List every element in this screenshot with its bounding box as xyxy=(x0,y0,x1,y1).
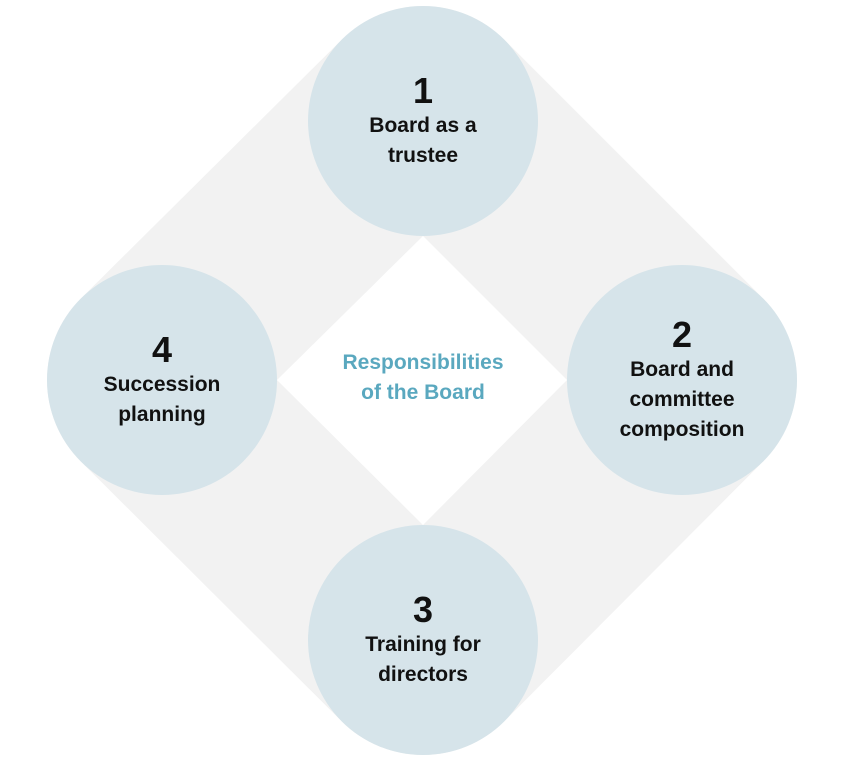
node-board-as-trustee: 1 Board as a trustee xyxy=(308,6,538,236)
node-number: 2 xyxy=(671,314,693,355)
node-label: Training for directors xyxy=(365,633,481,686)
node-number: 4 xyxy=(151,329,173,370)
node-succession: 4 Succession planning xyxy=(47,265,277,495)
node-label: Board as a trustee xyxy=(369,114,477,167)
center-title: Responsibilities of the Board xyxy=(342,351,504,404)
node-label: Succession planning xyxy=(103,373,221,426)
node-training: 3 Training for directors xyxy=(308,525,538,755)
node-number: 1 xyxy=(412,70,434,111)
node-board-composition: 2 Board and committee composition xyxy=(567,265,797,495)
node-label: Board and committee composition xyxy=(619,358,745,441)
inner-diamond xyxy=(277,236,567,525)
node-number: 3 xyxy=(412,589,434,630)
